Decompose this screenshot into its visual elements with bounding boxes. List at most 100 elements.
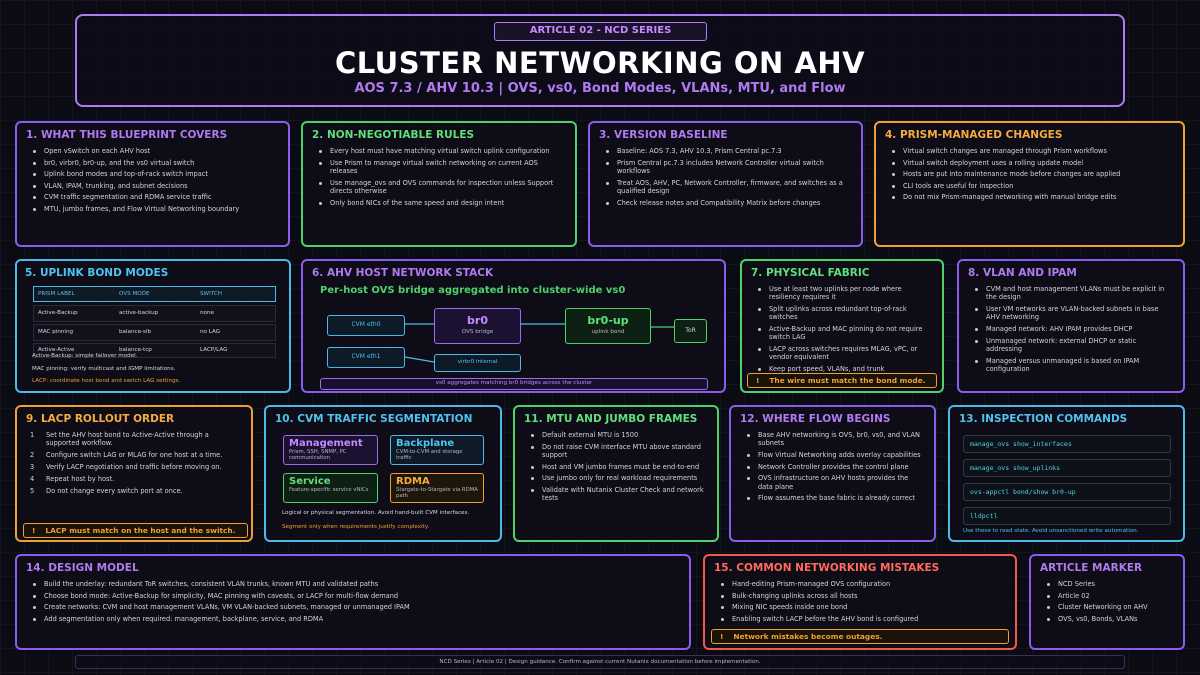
node-cvm-eth0: CVM eth0 <box>327 315 405 336</box>
segment-desc: Prism, SSH, SNMP, PC communication <box>289 449 347 462</box>
connector-eth1-virbr0 <box>404 356 435 363</box>
table-cell: none <box>200 310 214 316</box>
panel-title: 12. WHERE FLOW BEGINS <box>740 413 891 425</box>
bullet-list: CVM and host management VLANs must be ex… <box>968 285 1174 373</box>
list-item: Every host must have matching virtual sw… <box>318 147 566 155</box>
table-row: Active-Backup active-backup none <box>33 305 276 322</box>
warning-icon: ! <box>756 376 760 385</box>
list-item: Bulk-changing uplinks across all hosts <box>720 592 1006 600</box>
footer-bar: NCD Series | Article 02 | Design guidanc… <box>75 655 1125 669</box>
panel-title: 4. PRISM-MANAGED CHANGES <box>885 129 1063 141</box>
vs0-aggregate-bar: vs0 aggregates matching br0 bridges acro… <box>320 378 708 390</box>
panel-lacp-rollout-order: 9. LACP ROLLOUT ORDER 1 Set the AHV host … <box>15 405 253 542</box>
table-cell: MAC pinning <box>38 329 74 335</box>
table-cell: balance-slb <box>119 329 152 335</box>
step-text: Configure switch LAG or MLAG for one hos… <box>46 451 223 460</box>
segment-service: Service Feature-specific service vNICs <box>283 473 378 503</box>
command-bond-show[interactable]: ovs-appctl bond/show br0-up <box>963 483 1171 501</box>
list-item: Keep port speed, VLANs, and trunk <box>757 365 933 373</box>
list-item: Create networks: CVM and host management… <box>32 603 680 611</box>
numbered-list: 1 Set the AHV host bond to Active-Active … <box>26 431 242 496</box>
stack-subtitle: Per-host OVS bridge aggregated into clus… <box>320 285 626 296</box>
table-cell: Active-Backup <box>38 310 78 316</box>
step-number: 3 <box>30 463 35 472</box>
stack-connectors <box>404 323 674 363</box>
fabric-warning: ! The wire must match the bond mode. <box>747 373 937 388</box>
bullet-list: Use at least two uplinks per node where … <box>751 285 933 373</box>
list-item: 3 Verify LACP negotiation and traffic bef… <box>30 463 242 471</box>
command-lldpctl[interactable]: lldpctl <box>963 507 1171 525</box>
list-item: Use manage_ovs and OVS commands for insp… <box>318 179 566 196</box>
br0-label: br0 <box>467 314 488 327</box>
step-text: Verify LACP negotiation and traffic befo… <box>46 463 222 472</box>
bullet-list: Virtual switch changes are managed throu… <box>885 147 1174 202</box>
segment-desc: Stargate-to-Stargate via RDMA path <box>396 487 478 500</box>
list-item: Article 02 <box>1046 592 1174 600</box>
panel-title: 10. CVM TRAFFIC SEGMENTATION <box>275 413 473 425</box>
step-text: Set the AHV host bond to Active-Active t… <box>46 431 209 448</box>
inspection-note: Use these to read state. Avoid unsanctio… <box>963 528 1139 534</box>
step-text: Repeat host by host. <box>46 475 115 484</box>
warning-text: LACP must match on the host and the swit… <box>45 526 236 535</box>
col-ovs-mode: OVS MODE <box>119 291 150 297</box>
list-item: Active-Backup and MAC pinning do not req… <box>757 325 933 342</box>
table-row: Active-Active balance-tcp LACP/LAG <box>33 343 276 358</box>
lacp-warning: ! LACP must match on the host and the swi… <box>23 523 248 538</box>
node-br0-up: br0-up uplink bond <box>565 308 651 344</box>
segment-desc: Feature-specific service vNICs <box>289 487 369 493</box>
panel-title: 7. PHYSICAL FABRIC <box>751 267 870 279</box>
list-item: Mixing NIC speeds inside one bond <box>720 603 1006 611</box>
step-number: 1 <box>30 431 35 439</box>
segment-management: Management Prism, SSH, SNMP, PC communic… <box>283 435 378 465</box>
panel-common-networking-mistakes: 15. COMMON NETWORKING MISTAKES Hand-edit… <box>703 554 1017 650</box>
warning-text: The wire must match the bond mode. <box>769 376 926 385</box>
list-item: Unmanaged network: external DHCP or stat… <box>974 337 1174 354</box>
bond-note: Active-Backup: simple failover model. <box>32 353 138 359</box>
list-item: NCD Series <box>1046 580 1174 588</box>
list-item: Baseline: AOS 7.3, AHV 10.3, Prism Centr… <box>605 147 852 155</box>
list-item: LACP across switches requires MLAG, vPC,… <box>757 345 933 362</box>
step-text: Do not change every switch port at once. <box>46 487 183 496</box>
bond-table-header: PRISM LABEL OVS MODE SWITCH <box>33 286 276 302</box>
list-item: Split uplinks across redundant top-of-ra… <box>757 305 933 322</box>
bullet-list: Base AHV networking is OVS, br0, vs0, an… <box>740 431 925 503</box>
list-item: Virtual switch deployment uses a rolling… <box>891 159 1174 167</box>
panel-where-flow-begins: 12. WHERE FLOW BEGINS Base AHV networkin… <box>729 405 936 542</box>
segment-title: Backplane <box>396 438 455 449</box>
panel-vlan-and-ipam: 8. VLAN AND IPAM CVM and host management… <box>957 259 1185 393</box>
panel-uplink-bond-modes: 5. UPLINK BOND MODES PRISM LABEL OVS MOD… <box>15 259 291 393</box>
list-item: Default external MTU is 1500 <box>530 431 708 439</box>
panel-title: 9. LACP ROLLOUT ORDER <box>26 413 175 425</box>
list-item: Build the underlay: redundant ToR switch… <box>32 580 680 588</box>
page-title: CLUSTER NETWORKING ON AHV <box>334 46 866 80</box>
panel-physical-fabric: 7. PHYSICAL FABRIC Use at least two upli… <box>740 259 944 393</box>
list-item: Host and VM jumbo frames must be end-to-… <box>530 463 708 471</box>
command-show-uplinks[interactable]: manage_ovs show_uplinks <box>963 459 1171 477</box>
node-virbr0-internal: virbr0 internal <box>434 354 521 372</box>
list-item: Hosts are put into maintenance mode befo… <box>891 170 1174 178</box>
list-item: Base AHV networking is OVS, br0, vs0, an… <box>746 431 925 448</box>
table-cell: active-backup <box>119 310 159 316</box>
panel-mtu-jumbo-frames: 11. MTU AND JUMBO FRAMES Default externa… <box>513 405 719 542</box>
panel-title: 2. NON-NEGOTIABLE RULES <box>312 129 475 141</box>
list-item: OVS infrastructure on AHV hosts provides… <box>746 474 925 491</box>
warning-icon: ! <box>720 632 724 641</box>
list-item: Managed versus unmanaged is based on IPA… <box>974 357 1174 374</box>
step-number: 4 <box>30 475 35 484</box>
list-item: VLAN, IPAM, trunking, and subnet decisio… <box>32 182 279 190</box>
list-item: Use at least two uplinks per node where … <box>757 285 933 302</box>
panel-title: 8. VLAN AND IPAM <box>968 267 1077 279</box>
warning-icon: ! <box>32 526 36 535</box>
table-cell: LACP/LAG <box>200 347 228 353</box>
panel-prism-managed-changes: 4. PRISM-MANAGED CHANGES Virtual switch … <box>874 121 1185 247</box>
command-show-interfaces[interactable]: manage_ovs show_interfaces <box>963 435 1171 453</box>
segment-backplane: Backplane CVM-to-CVM and storage traffic <box>390 435 484 465</box>
list-item: 4 Repeat host by host. <box>30 475 242 483</box>
list-item: Enabling switch LACP before the AHV bond… <box>720 615 1006 623</box>
br0-up-sublabel: uplink bond <box>591 329 625 335</box>
list-item: Do not mix Prism-managed networking with… <box>891 193 1174 201</box>
panel-cvm-traffic-segmentation: 10. CVM TRAFFIC SEGMENTATION Management … <box>264 405 502 542</box>
list-item: MTU, jumbo frames, and Flow Virtual Netw… <box>32 205 279 213</box>
